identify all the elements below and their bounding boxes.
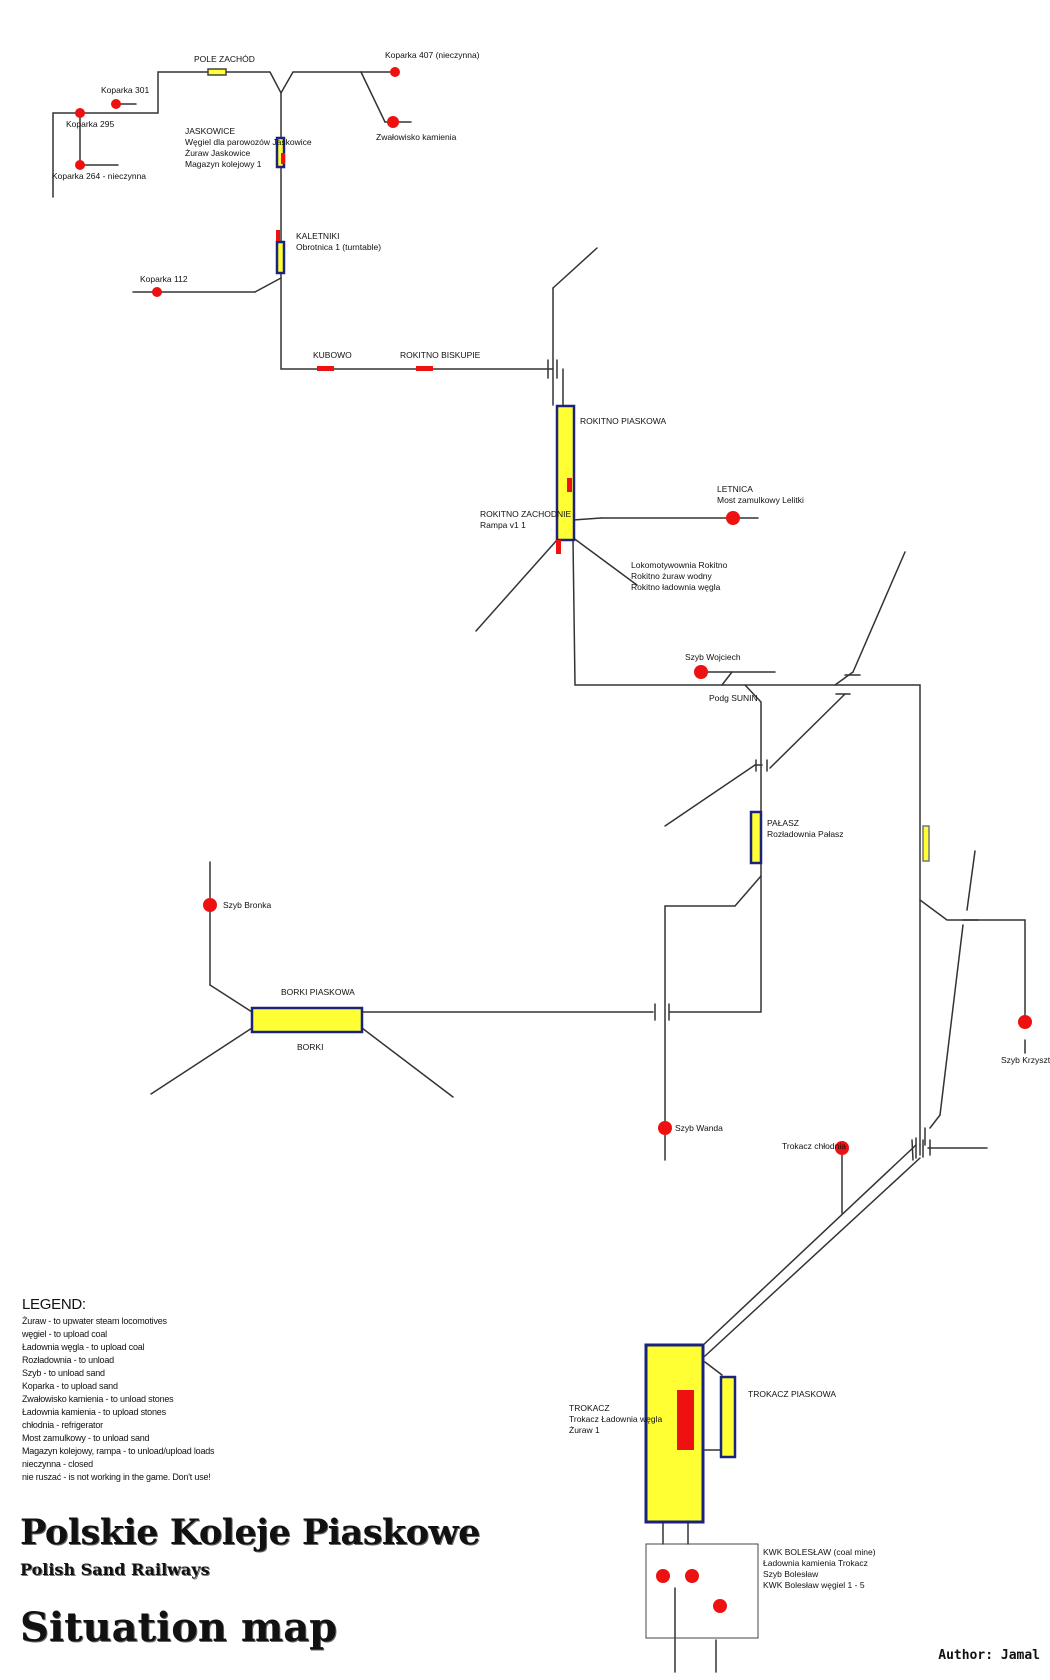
tracks: [52, 71, 1026, 1673]
label-kubowo: KUBOWO: [313, 350, 352, 360]
label-letnica-0: LETNICA: [717, 484, 753, 494]
label-kwk-boleslaw-1: Ładownia kamienia Trokacz: [763, 1558, 868, 1568]
label-lokomotywownia-1: Rokitno żuraw wodny: [631, 571, 713, 581]
label-pole-zachod: POLE ZACHÓD: [194, 54, 255, 64]
szyb-wojciech-point: [694, 665, 708, 679]
koparka-112-point: [152, 287, 162, 297]
label-trokacz-chlodnia: Trokacz chłodnia: [782, 1141, 846, 1151]
labels: POLE ZACHÓD Koparka 407 (nieczynna) Kopa…: [52, 50, 1050, 1590]
koparka-264-point: [75, 160, 85, 170]
label-jaskowice-3: Magazyn kolejowy 1: [185, 159, 262, 169]
trokacz-platform: [644, 1343, 705, 1524]
szyb-bronka-point: [203, 898, 217, 912]
kwk-boleslaw-yard: [645, 1543, 759, 1639]
label-lokomotywownia-0: Lokomotywownia Rokitno: [631, 560, 728, 570]
boleslaw-point-2: [685, 1569, 699, 1583]
jaskowice-platform: [275, 136, 286, 169]
label-kwk-boleslaw-3: KWK Bolesław węgiel 1 - 5: [763, 1580, 865, 1590]
legend-item: chłodnia - refrigerator: [22, 1420, 103, 1430]
boleslaw-point-1: [656, 1569, 670, 1583]
label-rokitno-zachodnie-1: Rampa v1 1: [480, 520, 526, 530]
legend-item: nie ruszać - is not working in the game.…: [22, 1472, 211, 1482]
brand-subtitle: Polish Sand Railways: [20, 1560, 210, 1579]
label-podg-sunin: Podg SUNIN: [709, 693, 758, 703]
legend-item: Rozładownia - to unload: [22, 1355, 114, 1365]
label-rokitno-piaskowa: ROKITNO PIASKOWA: [580, 416, 666, 426]
rokitno-biskupie-marker: [416, 366, 433, 371]
label-borki-piaskowa: BORKI PIASKOWA: [281, 987, 355, 997]
legend-item: Żuraw - to upwater steam locomotives: [22, 1316, 167, 1326]
szyb-krzysztof-point: [1018, 1015, 1032, 1029]
koparka-407-point: [390, 67, 400, 77]
kubowo-marker: [317, 366, 334, 371]
legend-item: Ładownia kamienia - to upload stones: [22, 1407, 166, 1417]
label-szyb-krzysztof: Szyb Krzysztof: [1001, 1055, 1050, 1065]
trokacz-piaskowa-platform: [719, 1375, 737, 1459]
label-szyb-wojciech: Szyb Wojciech: [685, 652, 741, 662]
legend-item: nieczynna - closed: [22, 1459, 93, 1469]
trokacz-coal-loader: [677, 1390, 694, 1450]
rokitno-zachodnie-marker: [556, 540, 561, 554]
label-jaskowice-2: Żuraw Jaskowice: [185, 148, 250, 158]
koparka-295-point: [75, 108, 85, 118]
szyb-wanda-point: [658, 1121, 672, 1135]
label-palasz-0: PAŁASZ: [767, 818, 799, 828]
label-koparka-295: Koparka 295: [66, 119, 114, 129]
koparka-301-point: [111, 99, 121, 109]
label-szyb-wanda: Szyb Wanda: [675, 1123, 723, 1133]
brand-title: Polskie Koleje Piaskowe: [20, 1512, 480, 1553]
author-credit: Author: Jamal: [938, 1648, 1040, 1663]
label-rokitno-biskupie: ROKITNO BISKUPIE: [400, 350, 481, 360]
kaletniki-marker: [276, 230, 280, 241]
label-koparka-112: Koparka 112: [140, 274, 188, 284]
jaskowice-marker: [281, 153, 285, 164]
label-kwk-boleslaw-0: KWK BOLESŁAW (coal mine): [763, 1547, 876, 1557]
label-koparka-264: Koparka 264 - nieczynna: [52, 171, 146, 181]
pole-zachod-platform: [207, 68, 227, 76]
legend-item: węgiel - to upload coal: [22, 1329, 107, 1339]
label-trokacz-0: TROKACZ: [569, 1403, 610, 1413]
rokitno-marker: [567, 478, 572, 492]
legend-item: Magazyn kolejowy, rampa - to unload/uplo…: [22, 1446, 215, 1456]
legend-item: Zwałowisko kamienia - to unload stones: [22, 1394, 174, 1404]
label-jaskowice-0: JASKOWICE: [185, 126, 235, 136]
kaletniki-platform: [275, 240, 286, 275]
legend-item: Ładownia węgla - to upload coal: [22, 1342, 145, 1352]
map-title: Situation map: [20, 1604, 338, 1651]
label-rokitno-zachodnie-0: ROKITNO ZACHODNIE: [480, 509, 571, 519]
boleslaw-point-3: [713, 1599, 727, 1613]
rokitno-piaskowa-platform: [555, 404, 576, 542]
pniokii-platform: [922, 825, 930, 862]
label-kwk-boleslaw-2: Szyb Bolesław: [763, 1569, 819, 1579]
label-palasz-1: Rozładownia Pałasz: [767, 829, 844, 839]
label-borki: BORKI: [297, 1042, 323, 1052]
label-szyb-bronka: Szyb Bronka: [223, 900, 271, 910]
red-markers: [276, 153, 694, 1450]
legend-title: LEGEND:: [22, 1296, 86, 1313]
label-koparka-301: Koparka 301: [101, 85, 149, 95]
letnica-point: [726, 511, 740, 525]
label-letnica-1: Most zamulkowy Lelitki: [717, 495, 804, 505]
label-lokomotywownia-2: Rokitno ładownia węgla: [631, 582, 721, 592]
stations: [207, 68, 930, 1524]
legend: LEGEND: Żuraw - to upwater steam locomot…: [22, 1296, 282, 1484]
label-koparka-407: Koparka 407 (nieczynna): [385, 50, 480, 60]
label-kaletniki-1: Obrotnica 1 (turntable): [296, 242, 381, 252]
legend-item: Szyb - to unload sand: [22, 1368, 105, 1378]
label-jaskowice-1: Węgiel dla parowozów Jaskowice: [185, 137, 312, 147]
legend-item: Koparka - to upload sand: [22, 1381, 118, 1391]
palasz-platform: [749, 810, 763, 865]
label-zwalowisko: Zwałowisko kamienia: [376, 132, 457, 142]
legend-item: Most zamulkowy - to unload sand: [22, 1433, 150, 1443]
label-trokacz-piaskowa: TROKACZ PIASKOWA: [748, 1389, 836, 1399]
zwalowisko-point: [387, 116, 399, 128]
label-kaletniki-0: KALETNIKI: [296, 231, 339, 241]
trokacz-chlodnia-point: [835, 1141, 849, 1155]
points: [75, 67, 1032, 1613]
borki-piaskowa-platform: [250, 1006, 364, 1034]
label-trokacz-2: Żuraw 1: [569, 1425, 600, 1435]
label-trokacz-1: Trokacz Ładownia węgla: [569, 1414, 663, 1424]
